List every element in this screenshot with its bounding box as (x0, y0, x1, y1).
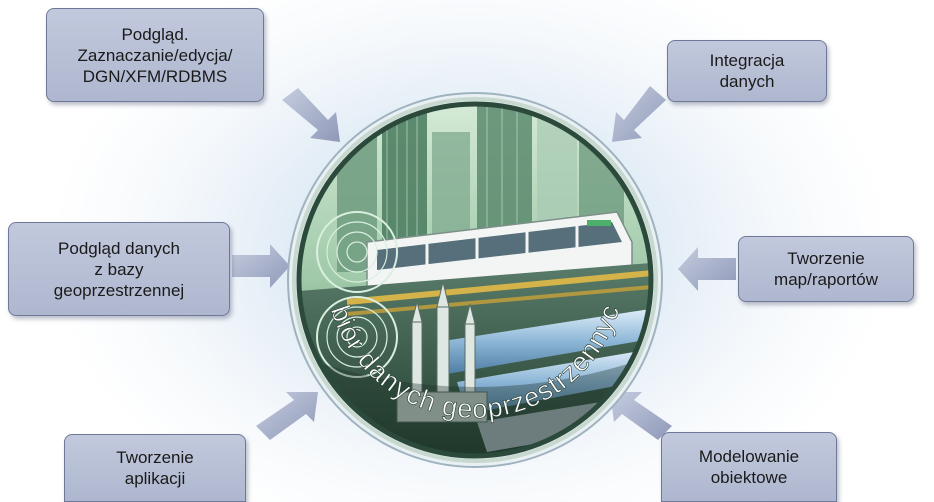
arrow-top-left (282, 88, 340, 142)
box-line: Zaznaczanie/edycja/ (77, 45, 233, 65)
box-line: DGN/XFM/RDBMS (82, 66, 228, 86)
box-line: Podgląd danych (58, 238, 180, 258)
box-line: z bazy (94, 259, 144, 279)
box-line: map/raportów (774, 270, 878, 289)
arrow-bottom-left (256, 392, 318, 440)
box-data-integration: Integracja danych (667, 40, 827, 102)
box-line: geoprzestrzennej (53, 280, 185, 300)
box-object-modeling: Modelowanie obiektowe (661, 432, 837, 502)
box-maps-reports: Tworzenie map/raportów (738, 236, 914, 302)
box-line: Tworzenie (787, 249, 865, 268)
center-circle: Zbiór danych geoprzestrzennych (287, 92, 663, 468)
box-line: aplikacji (124, 469, 186, 488)
box-line: Podgląd. (121, 24, 189, 44)
box-line: obiektowe (710, 468, 788, 487)
arrow-top-right (612, 86, 666, 142)
cable-cross-section-icon (316, 211, 398, 378)
box-line: Integracja (709, 51, 785, 70)
box-geodatabase-view: Podgląd danych z bazy geoprzestrzennej (8, 222, 230, 316)
arrow-mid-left (232, 244, 290, 288)
arrow-mid-right (678, 247, 736, 291)
box-viewing-editing: Podgląd. Zaznaczanie/edycja/ DGN/XFM/RDB… (46, 8, 264, 102)
arrow-bottom-right (610, 392, 672, 440)
box-line: danych (719, 72, 775, 91)
box-application-building: Tworzenie aplikacji (64, 434, 246, 502)
box-line: Modelowanie (698, 447, 800, 466)
box-line: Tworzenie (116, 448, 194, 467)
substation-icon (396, 281, 488, 423)
